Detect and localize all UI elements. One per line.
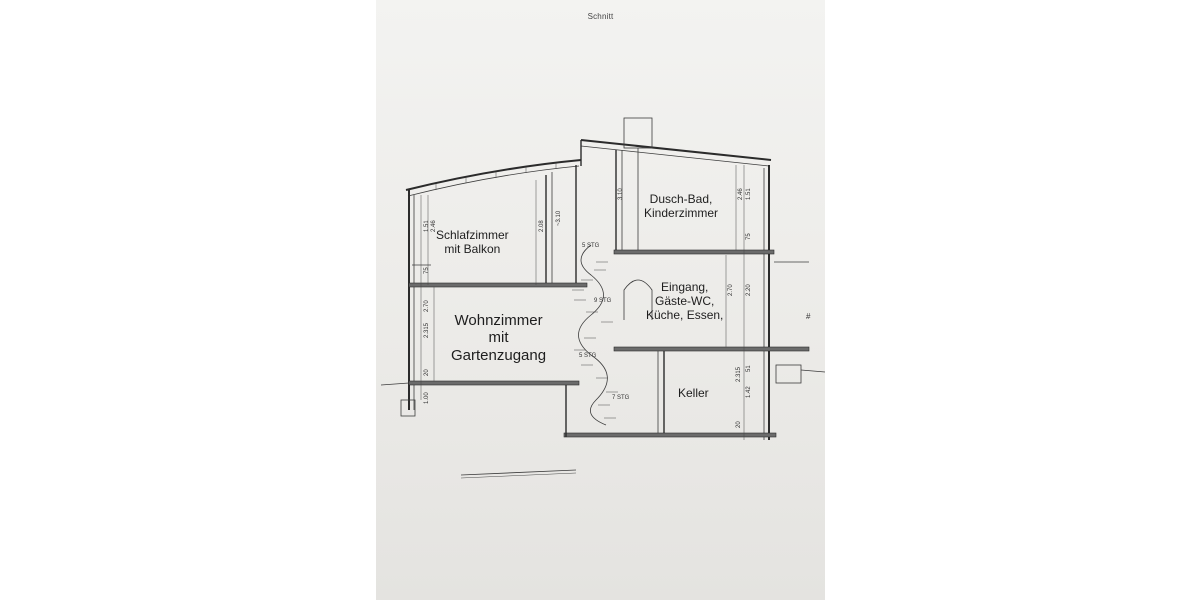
dim-left-inner-2: 2.08 <box>539 220 545 232</box>
dim-left-inner-3: ~3.10 <box>556 210 562 226</box>
left-upper-floor-slab <box>408 282 588 288</box>
spiral-stair <box>578 244 608 426</box>
left-roof-rafters <box>435 163 557 190</box>
dim-right-upper-1: 2.46 <box>738 188 744 200</box>
left-foundation <box>400 399 416 417</box>
dim-right-middle-1: 2.70 <box>728 284 734 296</box>
section-drawing <box>380 117 825 479</box>
dim-right-lower-2: 51 <box>746 365 752 372</box>
dimension-lines <box>420 165 745 440</box>
dim-left-3: 2.70 <box>424 300 430 312</box>
entrance-arch <box>623 279 653 320</box>
scanned-paper-sheet: Schnitt <box>376 0 825 600</box>
dim-right-upper-2: 1.51 <box>746 188 752 200</box>
drawing-title: Schnitt <box>587 12 614 21</box>
right-margin-mark: # <box>806 312 811 321</box>
dim-left-2: 75 <box>424 267 430 274</box>
dim-right-lower-4: 20 <box>736 421 742 428</box>
dim-right-lower-3: 1.42 <box>746 386 752 398</box>
left-roof <box>405 159 582 191</box>
dim-right-upper-3: 75 <box>746 233 752 240</box>
dim-left-4: 2.315 <box>424 322 430 338</box>
room-label-living: Wohnzimmer mit Gartenzugang <box>451 312 547 364</box>
stair-label-upper: 5 STG <box>582 243 600 249</box>
cellar-floor-slab <box>563 432 777 438</box>
stair-steps <box>572 261 618 419</box>
dim-left-1: 1.51 <box>424 220 430 232</box>
stair-label-middle: 9 STG <box>594 298 612 304</box>
stair-label-cellar: 7 STG <box>612 395 630 401</box>
room-label-bath: Dusch-Bad, Kinderzimmer <box>644 192 719 220</box>
right-middle-floor-slab <box>613 346 810 352</box>
room-label-entrance: Eingang, Gäste-WC, Küche, Essen, <box>646 280 724 322</box>
right-roof <box>580 139 772 161</box>
room-label-bedroom: Schlafzimmer mit Balkon <box>436 228 509 256</box>
chimney <box>623 117 653 149</box>
dim-stair-top: 3.10 <box>618 188 624 200</box>
dim-left-5: 20 <box>424 369 430 376</box>
dim-right-middle-2: 2.20 <box>746 284 752 296</box>
dim-left-inner-1: 2.46 <box>431 220 437 232</box>
dim-left-6: 1.00 <box>424 392 430 404</box>
stair-label-lower: 5 STG <box>579 353 597 359</box>
ground-line <box>460 469 577 476</box>
left-ground-floor-slab <box>408 380 580 386</box>
right-upper-floor-slab <box>613 249 775 255</box>
dim-right-lower-1: 2.315 <box>736 366 742 382</box>
room-label-cellar: Keller <box>678 386 709 400</box>
